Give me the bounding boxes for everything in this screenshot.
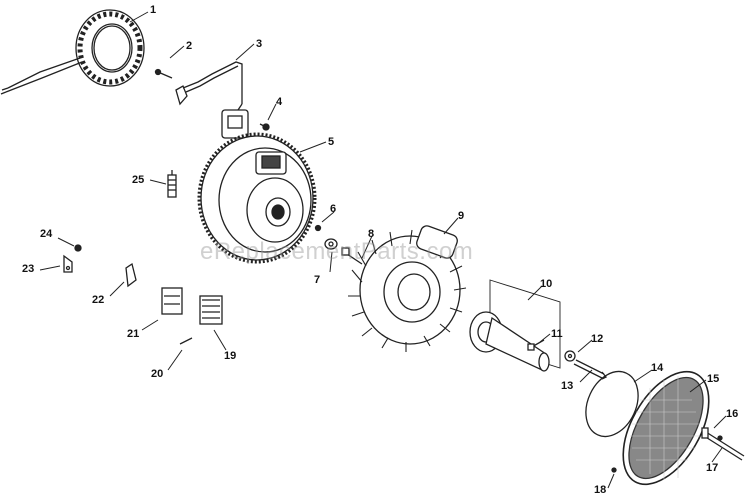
flywheel-part xyxy=(197,132,317,264)
bracket-part xyxy=(125,262,137,288)
rectifier-part xyxy=(161,287,183,315)
callout-13: 13 xyxy=(561,380,574,392)
callout-18: 18 xyxy=(594,484,607,496)
ring-part xyxy=(585,370,639,438)
callout-15: 15 xyxy=(707,373,720,385)
callout-24: 24 xyxy=(40,228,53,240)
callout-17: 17 xyxy=(706,462,719,474)
callout-14: 14 xyxy=(651,362,664,374)
callout-21: 21 xyxy=(127,328,140,340)
fan-part xyxy=(348,225,467,352)
callout-22: 22 xyxy=(92,294,105,306)
callout-9: 9 xyxy=(458,210,465,222)
callout-16: 16 xyxy=(726,408,739,420)
screw-part xyxy=(259,123,270,131)
screw-part xyxy=(611,467,617,473)
callout-10: 10 xyxy=(540,278,553,290)
drive-hub-part xyxy=(469,279,561,372)
callout-11: 11 xyxy=(551,328,563,340)
bracket-part xyxy=(63,254,73,273)
callout-23: 23 xyxy=(22,263,35,275)
callout-4: 4 xyxy=(276,96,283,108)
washer-part xyxy=(324,238,338,250)
screw-part xyxy=(527,339,545,351)
screw-part xyxy=(179,337,193,345)
ignition-lead-part xyxy=(175,61,249,139)
watermark: eReplacementParts.com xyxy=(200,238,474,265)
stator-part xyxy=(0,9,145,95)
callout-8: 8 xyxy=(368,228,375,240)
regulator-part xyxy=(199,295,223,325)
callout-12: 12 xyxy=(591,333,604,345)
callout-5: 5 xyxy=(328,136,335,148)
washer-part xyxy=(564,350,576,362)
bolt-part xyxy=(701,427,745,461)
bolt-part xyxy=(341,247,363,265)
screw-part xyxy=(314,224,322,232)
callout-7: 7 xyxy=(314,274,321,286)
spark-plug-part xyxy=(167,170,177,198)
nut-part xyxy=(74,244,82,252)
callout-3: 3 xyxy=(256,38,263,50)
callout-25: 25 xyxy=(132,174,145,186)
pin-part xyxy=(573,359,608,380)
callout-20: 20 xyxy=(151,368,164,380)
screen-part xyxy=(622,370,710,486)
callout-6: 6 xyxy=(330,203,337,215)
screw-part xyxy=(154,68,173,79)
callout-1: 1 xyxy=(150,4,157,16)
callout-2: 2 xyxy=(186,40,193,52)
callout-19: 19 xyxy=(224,350,237,362)
